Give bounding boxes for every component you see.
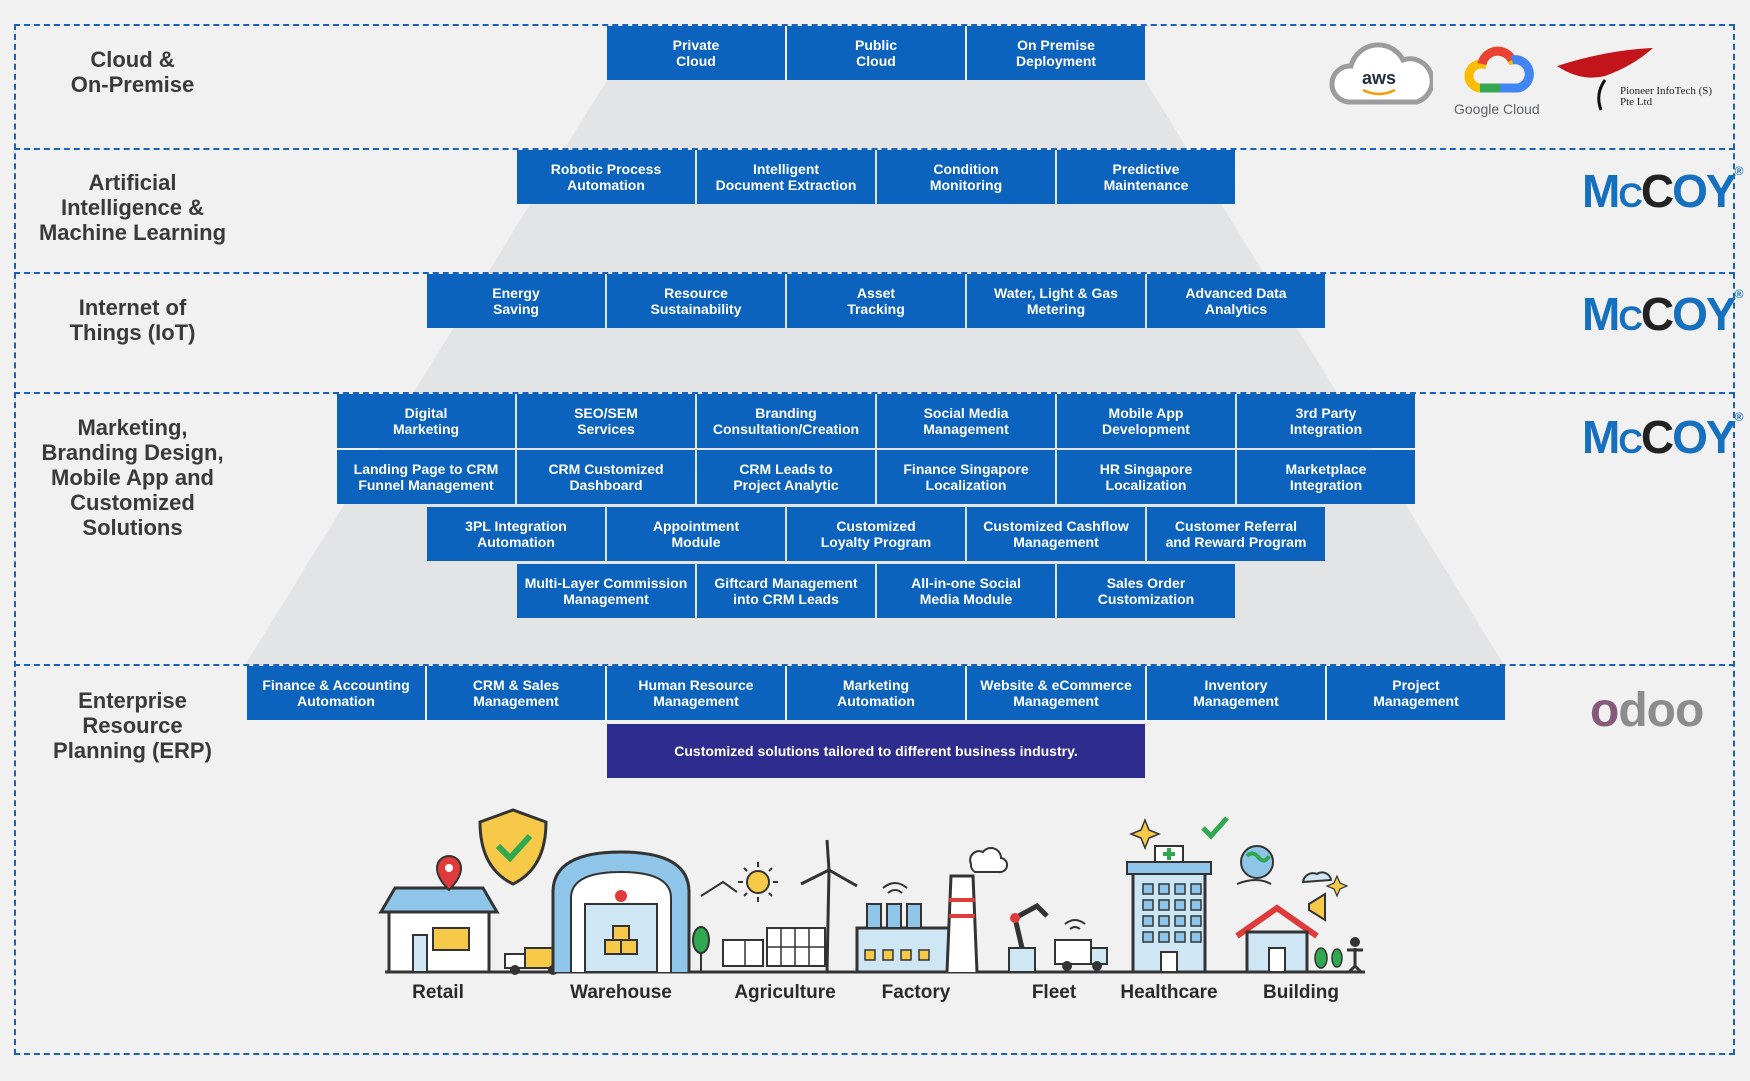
industry-label-fleet: Fleet — [1031, 982, 1077, 1003]
healthcare-icon — [1126, 816, 1229, 974]
row-separator — [14, 148, 1735, 150]
box-private-cloud: Private Cloud — [607, 26, 785, 80]
building-icon — [1235, 845, 1363, 974]
pioneer-infotech-logo-icon — [1557, 48, 1653, 111]
industry-label-warehouse: Warehouse — [570, 982, 672, 1003]
row-label-iot: Internet of Things (IoT) — [69, 295, 196, 345]
box-appointment: Appointment Module — [607, 507, 785, 561]
mccoy-logo: MCCOY® — [1582, 410, 1743, 463]
mccoy-logo: MCCOY® — [1582, 164, 1743, 217]
box-landing-page: Landing Page to CRM Funnel Management — [337, 450, 515, 504]
box-3pl: 3PL Integration Automation — [427, 507, 605, 561]
retail-icon — [378, 855, 500, 974]
box-hr-sg: HR Singapore Localization — [1057, 450, 1235, 504]
box-referral: Customer Referral and Reward Program — [1147, 507, 1325, 561]
box-rpa: Robotic Process Automation — [517, 150, 695, 204]
box-cashflow: Customized Cashflow Management — [967, 507, 1145, 561]
box-social-module: All-in-one Social Media Module — [877, 564, 1055, 618]
row-label-cloud: Cloud & On-Premise — [70, 47, 195, 97]
box-finance-accounting: Finance & Accounting Automation — [247, 666, 425, 720]
row-label-marketing: Marketing, Branding Design, Mobile App a… — [41, 415, 224, 540]
row-separator — [14, 392, 1735, 394]
pioneer-line-2: Pte Ltd — [1620, 96, 1653, 108]
box-sales-order: Sales Order Customization — [1057, 564, 1235, 618]
box-crm-sales: CRM & Sales Management — [427, 666, 605, 720]
aws-logo-text: aws — [1362, 68, 1396, 88]
box-doc-extraction: Intelligent Document Extraction — [697, 150, 875, 204]
box-project: Project Management — [1327, 666, 1505, 720]
box-mobile-app: Mobile App Development — [1057, 394, 1235, 448]
box-crm-dashboard: CRM Customized Dashboard — [517, 450, 695, 504]
box-giftcard: Giftcard Management into CRM Leads — [697, 564, 875, 618]
box-loyalty: Customized Loyalty Program — [787, 507, 965, 561]
box-metering: Water, Light & Gas Metering — [967, 274, 1145, 328]
google-cloud-icon — [1464, 46, 1534, 93]
box-website-ecommerce: Website & eCommerce Management — [967, 666, 1145, 720]
row-label-erp: Enterprise Resource Planning (ERP) — [53, 688, 212, 763]
box-predictive-maintenance: Predictive Maintenance — [1057, 150, 1235, 204]
box-digital-marketing: Digital Marketing — [337, 394, 515, 448]
row-label-ai: Artificial Intelligence & Machine Learni… — [38, 170, 227, 245]
industry-illustration — [378, 808, 1365, 975]
box-condition-monitoring: Condition Monitoring — [877, 150, 1055, 204]
box-commission: Multi-Layer Commission Management — [517, 564, 695, 618]
odoo-logo: odoo — [1590, 684, 1704, 737]
google-cloud-label: Google Cloud — [1454, 101, 1540, 117]
shield-check-icon — [478, 808, 548, 886]
box-data-analytics: Advanced Data Analytics — [1147, 274, 1325, 328]
box-resource-sustainability: Resource Sustainability — [607, 274, 785, 328]
box-energy-saving: Energy Saving — [427, 274, 605, 328]
pioneer-infotech-label: Pioneer InfoTech (S) Pte Ltd — [1620, 86, 1712, 108]
box-social-media: Social Media Management — [877, 394, 1055, 448]
industry-label-healthcare: Healthcare — [1120, 982, 1218, 1003]
customized-solutions-banner: Customized solutions tailored to differe… — [607, 724, 1145, 778]
box-human-resource: Human Resource Management — [607, 666, 785, 720]
agriculture-icon — [692, 839, 858, 973]
pioneer-line-1: Pioneer InfoTech (S) — [1620, 85, 1713, 97]
box-inventory: Inventory Management — [1147, 666, 1325, 720]
row-separator — [14, 664, 1735, 666]
aws-logo-icon: aws — [1329, 42, 1433, 105]
box-crm-leads: CRM Leads to Project Analytic — [697, 450, 875, 504]
factory-icon — [855, 847, 1009, 974]
box-marketing-automation: Marketing Automation — [787, 666, 965, 720]
box-finance-sg: Finance Singapore Localization — [877, 450, 1055, 504]
industry-label-agriculture: Agriculture — [734, 982, 836, 1003]
industry-label-factory: Factory — [881, 982, 951, 1003]
mccoy-logo: MCCOY® — [1582, 287, 1743, 340]
box-3rd-party: 3rd Party Integration — [1237, 394, 1415, 448]
box-seo-sem: SEO/SEM Services — [517, 394, 695, 448]
row-separator — [14, 272, 1735, 274]
industry-label-building: Building — [1263, 982, 1339, 1003]
box-public-cloud: Public Cloud — [787, 26, 965, 80]
box-asset-tracking: Asset Tracking — [787, 274, 965, 328]
box-marketplace: Marketplace Integration — [1237, 450, 1415, 504]
industry-label-retail: Retail — [412, 982, 464, 1003]
warehouse-icon — [551, 850, 691, 973]
box-on-premise: On Premise Deployment — [967, 26, 1145, 80]
box-branding: Branding Consultation/Creation — [697, 394, 875, 448]
outer-frame — [14, 24, 1735, 1055]
fleet-icon — [1008, 902, 1108, 973]
